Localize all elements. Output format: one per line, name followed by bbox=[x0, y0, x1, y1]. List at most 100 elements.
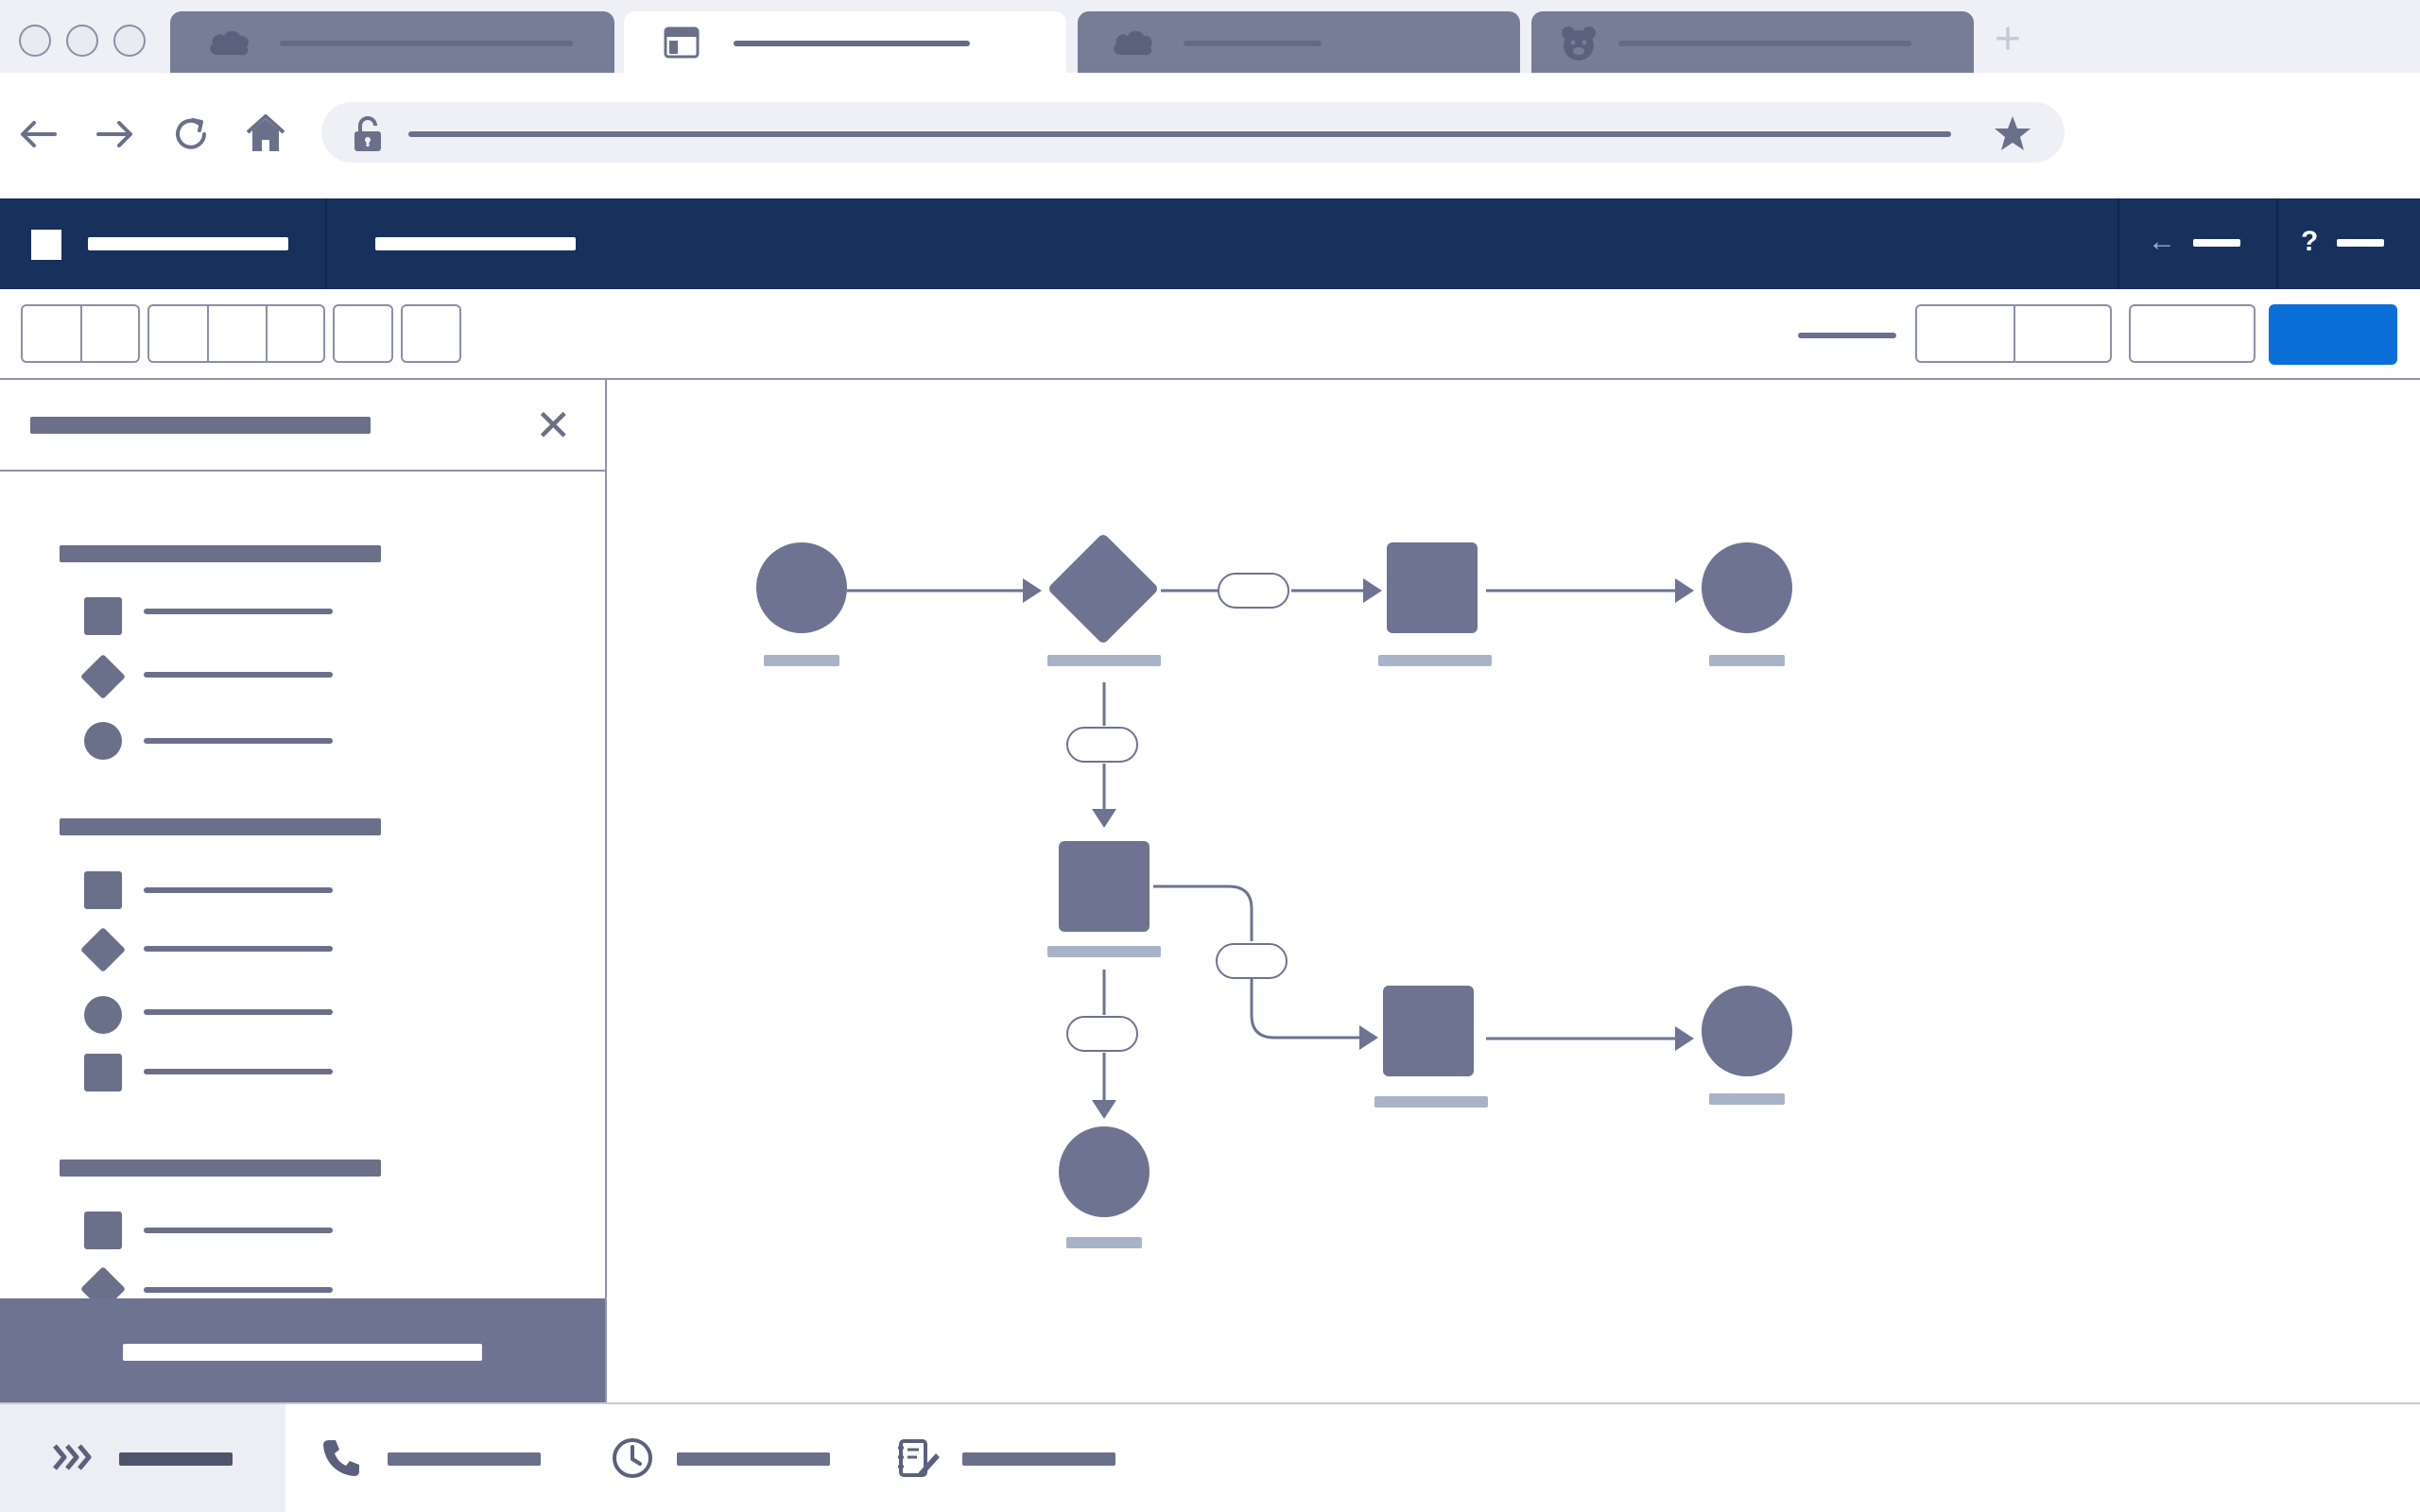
end-node[interactable] bbox=[1702, 986, 1792, 1076]
toolbar-button[interactable] bbox=[401, 304, 461, 363]
utility-label-line bbox=[119, 1452, 233, 1466]
list-item-line[interactable] bbox=[144, 1228, 333, 1233]
panel-border bbox=[605, 380, 607, 1402]
browser-tab-3[interactable] bbox=[1078, 11, 1520, 73]
panel-footer-label-line bbox=[123, 1344, 482, 1361]
reload-icon[interactable] bbox=[170, 113, 212, 155]
forward-arrow-icon[interactable] bbox=[93, 115, 136, 153]
node-label-line bbox=[1066, 1237, 1142, 1248]
toolbar-group-right[interactable] bbox=[1915, 304, 2112, 363]
list-item-line[interactable] bbox=[144, 609, 333, 614]
section-title-line bbox=[60, 1160, 381, 1177]
app-logo-icon bbox=[31, 230, 61, 260]
window-close-button[interactable] bbox=[19, 25, 51, 57]
arrowhead bbox=[1092, 809, 1116, 828]
toolbar-secondary-button[interactable] bbox=[2129, 304, 2256, 363]
header-divider bbox=[2118, 198, 2119, 289]
list-item-line[interactable] bbox=[144, 1009, 333, 1015]
star-icon[interactable] bbox=[1993, 113, 2032, 153]
arrowhead bbox=[1363, 578, 1382, 603]
arrowhead bbox=[1023, 578, 1042, 603]
node-label-line bbox=[1378, 655, 1492, 666]
arrowhead bbox=[1092, 1100, 1116, 1119]
window-maximize-button[interactable] bbox=[113, 25, 146, 57]
cloud-icon bbox=[1114, 30, 1152, 56]
list-item-line[interactable] bbox=[144, 672, 333, 678]
home-icon[interactable] bbox=[244, 112, 287, 155]
section-title-line bbox=[60, 545, 381, 562]
new-tab-button[interactable]: + bbox=[1994, 14, 2022, 64]
action-node[interactable] bbox=[1383, 986, 1474, 1076]
lock-icon bbox=[354, 116, 381, 151]
list-item-line[interactable] bbox=[144, 946, 333, 952]
header-divider bbox=[2276, 198, 2278, 289]
arrowhead bbox=[1675, 1026, 1694, 1051]
list-item-line[interactable] bbox=[144, 887, 333, 893]
back-arrow-icon: ← bbox=[2148, 226, 2176, 257]
connector-label-pill[interactable] bbox=[1066, 1016, 1138, 1052]
url-text-line bbox=[408, 131, 1951, 137]
toolbar-group-1[interactable] bbox=[21, 304, 140, 363]
app-header: ← ? bbox=[0, 198, 2420, 289]
arrowhead bbox=[1675, 578, 1694, 603]
node-label-line bbox=[1709, 655, 1785, 666]
connector-line bbox=[1153, 885, 1253, 941]
app-name-line bbox=[88, 237, 288, 250]
tab-title-line bbox=[1184, 41, 1322, 46]
toolbar-group-2[interactable] bbox=[147, 304, 325, 363]
circle-element-icon bbox=[84, 722, 122, 760]
utility-label-line[interactable] bbox=[962, 1452, 1115, 1466]
connector-label-pill[interactable] bbox=[1216, 943, 1288, 979]
panel-title-line bbox=[30, 417, 371, 434]
end-node[interactable] bbox=[1059, 1126, 1150, 1217]
list-item-line[interactable] bbox=[144, 1287, 333, 1293]
arrowhead bbox=[1359, 1025, 1378, 1050]
clock-icon[interactable] bbox=[611, 1436, 654, 1480]
list-item-line[interactable] bbox=[144, 1069, 333, 1074]
primary-action-button[interactable] bbox=[2269, 304, 2397, 365]
browser-tab-1[interactable] bbox=[170, 11, 614, 73]
cloud-icon bbox=[210, 30, 249, 56]
panel-header-divider bbox=[0, 470, 605, 472]
square-element-icon bbox=[84, 597, 122, 635]
close-icon[interactable]: ✕ bbox=[535, 401, 572, 450]
layout-icon bbox=[664, 26, 700, 59]
node-label-line bbox=[1709, 1093, 1785, 1105]
connector-label-pill[interactable] bbox=[1066, 727, 1138, 763]
action-node[interactable] bbox=[1059, 841, 1150, 932]
end-node[interactable] bbox=[1702, 542, 1792, 633]
square-element-icon bbox=[84, 1054, 122, 1091]
back-button[interactable]: ← bbox=[2140, 198, 2263, 289]
toolbar-status-line bbox=[1798, 333, 1896, 338]
notes-icon[interactable] bbox=[896, 1436, 942, 1480]
toolbar-separator bbox=[0, 378, 2420, 380]
action-node[interactable] bbox=[1387, 542, 1478, 633]
tab-title-line bbox=[280, 41, 573, 46]
utility-label-line[interactable] bbox=[388, 1452, 541, 1466]
tab-title-line bbox=[1618, 41, 1911, 46]
back-arrow-icon[interactable] bbox=[17, 115, 60, 153]
toolbar-button[interactable] bbox=[333, 304, 393, 363]
phone-icon[interactable] bbox=[320, 1436, 363, 1480]
start-node[interactable] bbox=[756, 542, 847, 633]
browser-tab-4[interactable] bbox=[1531, 11, 1974, 73]
list-item-line[interactable] bbox=[144, 738, 333, 744]
connector-line bbox=[1250, 979, 1365, 1040]
flow-name-line[interactable] bbox=[375, 237, 576, 250]
help-button[interactable]: ? bbox=[2288, 198, 2411, 289]
circle-element-icon bbox=[84, 996, 122, 1034]
chevrons-icon bbox=[53, 1444, 92, 1470]
utility-bar bbox=[0, 1402, 2420, 1512]
node-label-line bbox=[764, 655, 839, 666]
window-minimize-button[interactable] bbox=[66, 25, 98, 57]
node-label-line bbox=[1047, 946, 1161, 957]
utility-label-line[interactable] bbox=[677, 1452, 830, 1466]
square-element-icon bbox=[84, 1211, 122, 1249]
browser-tab-2-active[interactable] bbox=[624, 11, 1066, 73]
help-label-line bbox=[2337, 239, 2384, 247]
help-icon: ? bbox=[2301, 226, 2319, 257]
node-label-line bbox=[1047, 655, 1161, 666]
connector-label-pill[interactable] bbox=[1218, 573, 1289, 609]
header-divider bbox=[325, 198, 327, 289]
node-label-line bbox=[1374, 1096, 1488, 1108]
